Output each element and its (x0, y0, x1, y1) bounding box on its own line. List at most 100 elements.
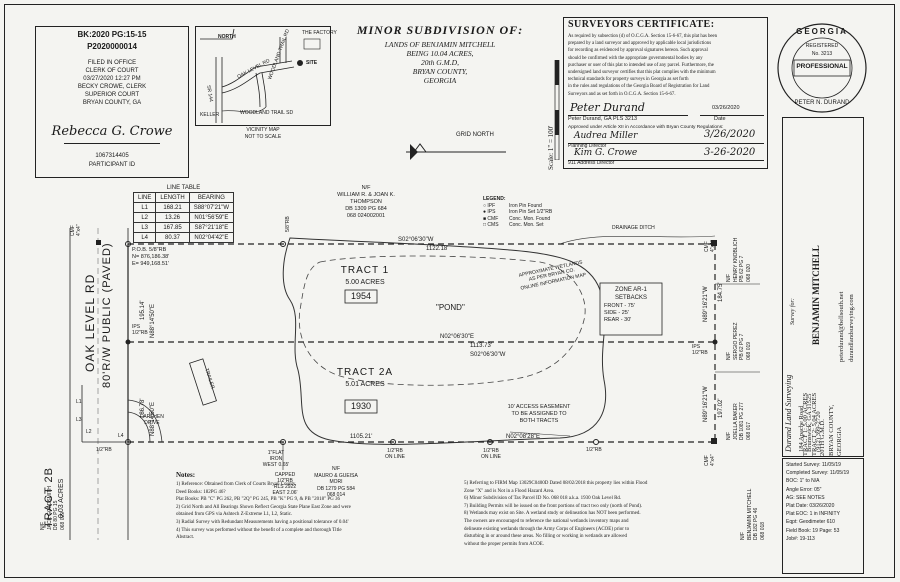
note-line: 7) Building Permits will be issued on th… (464, 503, 643, 509)
monument-marker (96, 240, 101, 245)
pond-label: "POND" (436, 303, 465, 312)
filed-line: BRYAN COUNTY, GA (82, 100, 142, 106)
note-line: delineate existing wetlands through the … (464, 526, 630, 532)
legend-code: CMS (487, 222, 499, 228)
pin-label: 1/2"RB (96, 447, 112, 453)
tract2a-number-box (344, 399, 378, 414)
filed-line: FILED IN OFFICE (87, 60, 137, 66)
book-page: BK:2020 PG:15-15 (77, 30, 147, 39)
clerk-signature: Rebecca G. Crowe (51, 124, 173, 139)
legend-code: IPS (487, 209, 496, 215)
grid-north-label: GRID NORTH (456, 132, 494, 138)
easement-line: BOTH TRACTS (519, 418, 559, 424)
certificate-line: prepared by a land surveyor and approved… (568, 41, 712, 47)
pin-label: 1/2"RB (132, 330, 148, 336)
pin-label-online: 1/2"RB ON LINE (474, 448, 508, 460)
pin-label: 1/2"RB (692, 350, 708, 356)
survey-info-line: Eqpt: Geodimeter 610 (786, 519, 835, 526)
approval-line: Approved under Article XII in Accordance… (568, 125, 724, 130)
legend-desc: Conc. Mon. Found (509, 215, 551, 222)
notes-title: Notes: (176, 471, 196, 479)
owner-line: 068 024002001 (346, 213, 386, 219)
plat-title: MINOR SUBDIVISION OF: (356, 23, 524, 37)
note-line: Plat Books: PB "C" PG 262, PB "2Q" PG 24… (176, 497, 341, 503)
zone-item: SIDE - 25' (604, 310, 629, 316)
bearing-label: N89°16'21"W (703, 286, 709, 322)
zone-title: SETBACKS (614, 295, 647, 301)
survey-info-line: AG: SEE NOTES (786, 494, 825, 501)
easement-line: 10' ACCESS EASEMENT (507, 404, 571, 410)
date-line (700, 115, 764, 116)
pin-label-cmf: CMF 4"x4" (704, 240, 716, 252)
monument-marker (711, 438, 717, 444)
line-table-title: LINE TABLE (166, 185, 201, 191)
zone-box (599, 282, 663, 336)
owner-line: DB 1309 PG 684 (345, 206, 387, 212)
filed-line: BECKY CROWE, CLERK (77, 84, 147, 90)
seal-name: PETER N. DURAND (794, 100, 850, 106)
monument-marker (711, 240, 717, 246)
planning-signature: Audrea Miller (574, 131, 638, 141)
pin-label-ips-right: IPS 1/2"RB (692, 344, 708, 356)
address-date: 3-26-2020 (704, 147, 756, 158)
title-line: BEING 10.04 ACRES, (406, 49, 474, 58)
signature-line (64, 143, 160, 144)
tract2a-acres: 5.01 ACRES (345, 381, 385, 388)
tract2a-name: TRACT 2A (336, 367, 394, 378)
title-line: BRYAN COUNTY, (412, 67, 468, 76)
filed-line: SUPERIOR COURT (84, 92, 140, 98)
bearing-label: N02°06'30"E (440, 334, 475, 340)
survey-info-line: Plat EOC: 1 in INFINITY (786, 511, 840, 518)
line-label: L1 (76, 399, 82, 405)
filed-stamp: FILED IN OFFICE CLERK OF COURT 03/27/202… (36, 59, 188, 107)
signature-line (568, 115, 688, 116)
certificate-line: should be confirmed with the appropriate… (568, 55, 703, 61)
document-number: P2020000014 (87, 42, 137, 51)
bearing-label: N88°14'50"E (150, 303, 156, 338)
pin-label: IPS (132, 324, 141, 330)
owner-line: 068 014 (326, 492, 346, 498)
table-cell: L4 (132, 232, 157, 243)
pin-label: 4"x4" (710, 454, 716, 466)
pin-marker (280, 241, 286, 247)
certificate-heading: SURVEYORS CERTIFICATE: (568, 19, 715, 30)
id-number: 1067314405 (95, 153, 129, 159)
distance-label: 1105.21' (350, 434, 373, 440)
pin-label-flat: 1"FLAT IRON WEST 0.65' (248, 450, 304, 468)
note-line: 3) Radial Survey with Redundant Measurem… (176, 519, 349, 525)
note-line: 1) Reference: Obtained from Clerk of Cou… (176, 482, 297, 487)
earthen-drive-label: EARTHEN DRIVE (140, 414, 164, 426)
title-line: LANDS OF BENJAMIN MITCHELL (384, 40, 496, 49)
survey-info-line: Field Book: 19 Page: 53 (786, 527, 840, 534)
seal-state: GEORGIA (796, 27, 848, 36)
surveyor-signer: Peter Durand, GA PLS 3213 (568, 116, 638, 122)
survey-info-lines: Started Survey: 11/05/19 Completed Surve… (786, 461, 849, 543)
easement-leader (509, 431, 571, 437)
pin-label: 4"x4" (76, 224, 82, 236)
bearing-label: N02°08'28"E (506, 434, 541, 440)
firm-strip: Durand Land Surveying 184 Apache Road Br… (782, 117, 864, 457)
east-owner-upper: N/F HENRY KNOBLICH PB 62 PG 7 068 020 (726, 238, 752, 282)
sheet-border (4, 4, 895, 578)
road-name: OAK LEVEL RD (83, 273, 97, 372)
tract1-acres: 5.00 ACRES (345, 279, 385, 286)
pin-label: 1"FLAT (267, 450, 285, 456)
tract1-number-box (344, 289, 378, 304)
distance-label: 1113.73' (470, 343, 492, 349)
grid-north-arrow (406, 143, 506, 160)
pin-label: 4"x4" (710, 240, 716, 252)
zone-title: ZONE AR-1 (615, 287, 647, 293)
note-line: disturbing in or around these areas. No … (464, 534, 628, 540)
note-line: obtained from GPS via Ashtech Z-Extreme … (176, 512, 293, 518)
survey-info-line: Completed Survey: 11/05/19 (786, 470, 850, 477)
bearing-label: S02°06'30"W (470, 352, 506, 358)
note-line: Abstract. (176, 535, 195, 541)
bearing-label: S02°06'30"W (398, 237, 434, 243)
bearing-label: N89°16'21"W (703, 386, 709, 422)
tract1-number: 1954 (350, 291, 372, 301)
pin-label: ON LINE (480, 454, 501, 460)
